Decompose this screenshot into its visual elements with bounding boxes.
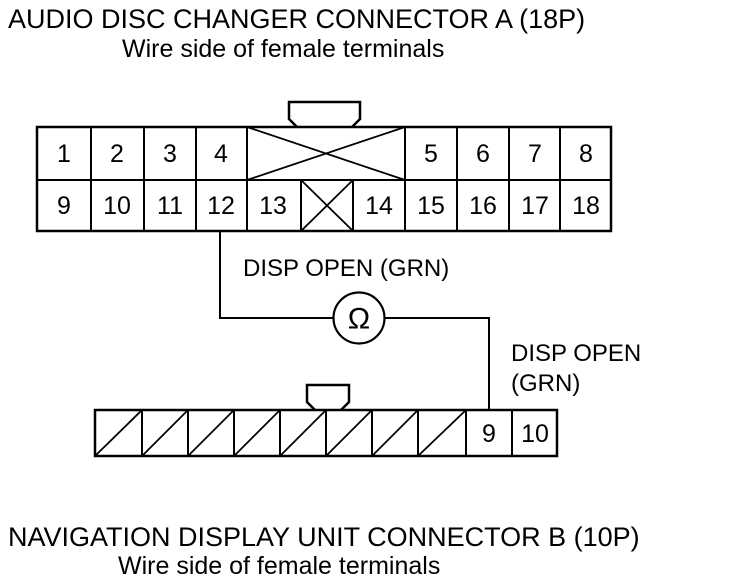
connector-a-pin-11: 11 — [157, 192, 183, 220]
connector-a-pin-13: 13 — [259, 192, 287, 220]
connector-a-pin-16: 16 — [469, 192, 497, 220]
connector-b-dividers — [141, 410, 513, 456]
connector-b-pin-9: 9 — [482, 420, 496, 448]
connector-a-pin-9: 9 — [57, 192, 71, 220]
connector-a-pin-17: 17 — [521, 192, 549, 220]
connector-a-pin-14: 14 — [365, 192, 393, 220]
connector-b-title: NAVIGATION DISPLAY UNIT CONNECTOR B (10P… — [8, 522, 640, 552]
wire-label-b-line1: DISP OPEN — [511, 340, 641, 367]
connector-a-pin-1: 1 — [57, 140, 71, 168]
test-lead-b — [385, 317, 490, 410]
connector-b-subtitle: Wire side of female terminals — [118, 552, 441, 580]
ohm-symbol-icon: Ω — [348, 303, 370, 336]
connector-a-locking-tab — [287, 100, 362, 128]
connector-a-title: AUDIO DISC CHANGER CONNECTOR A (18P) — [8, 4, 586, 34]
connector-a-top-row-dividers — [90, 127, 561, 180]
connector-a-pin-2: 2 — [110, 140, 124, 168]
wire-label-a: DISP OPEN (GRN) — [243, 255, 449, 282]
ohmmeter: Ω — [332, 291, 386, 345]
connector-a-pin-7: 7 — [528, 140, 542, 168]
connector-a-pin-12: 12 — [207, 192, 235, 220]
connector-a-pin-10: 10 — [103, 192, 131, 220]
connector-b-unused-cavities — [94, 409, 467, 457]
connector-b-locking-tab — [305, 383, 351, 411]
connector-a-bottom-row-dividers — [90, 180, 561, 231]
connector-a-pin-18: 18 — [572, 192, 600, 220]
connector-b-pin-10: 10 — [521, 420, 549, 448]
connector-a-pin-5: 5 — [424, 140, 438, 168]
connector-a-pin-6: 6 — [476, 140, 490, 168]
wire-label-b-line2: (GRN) — [511, 370, 580, 397]
connector-a: 1 2 3 4 5 6 7 8 9 10 11 12 13 14 15 16 1… — [35, 100, 613, 233]
connector-b: 9 10 — [93, 383, 559, 458]
connector-a-pin-15: 15 — [417, 192, 445, 220]
ohmmeter-circle — [332, 291, 386, 345]
connector-a-subtitle: Wire side of female terminals — [122, 35, 445, 63]
connector-a-pin-8: 8 — [579, 140, 593, 168]
test-lead-a — [219, 231, 333, 319]
connector-a-blank-cavity-large — [246, 126, 406, 181]
connector-a-blank-cavity-small — [300, 179, 354, 232]
connector-a-pin-3: 3 — [163, 140, 177, 168]
connector-a-pin-4: 4 — [214, 140, 228, 168]
